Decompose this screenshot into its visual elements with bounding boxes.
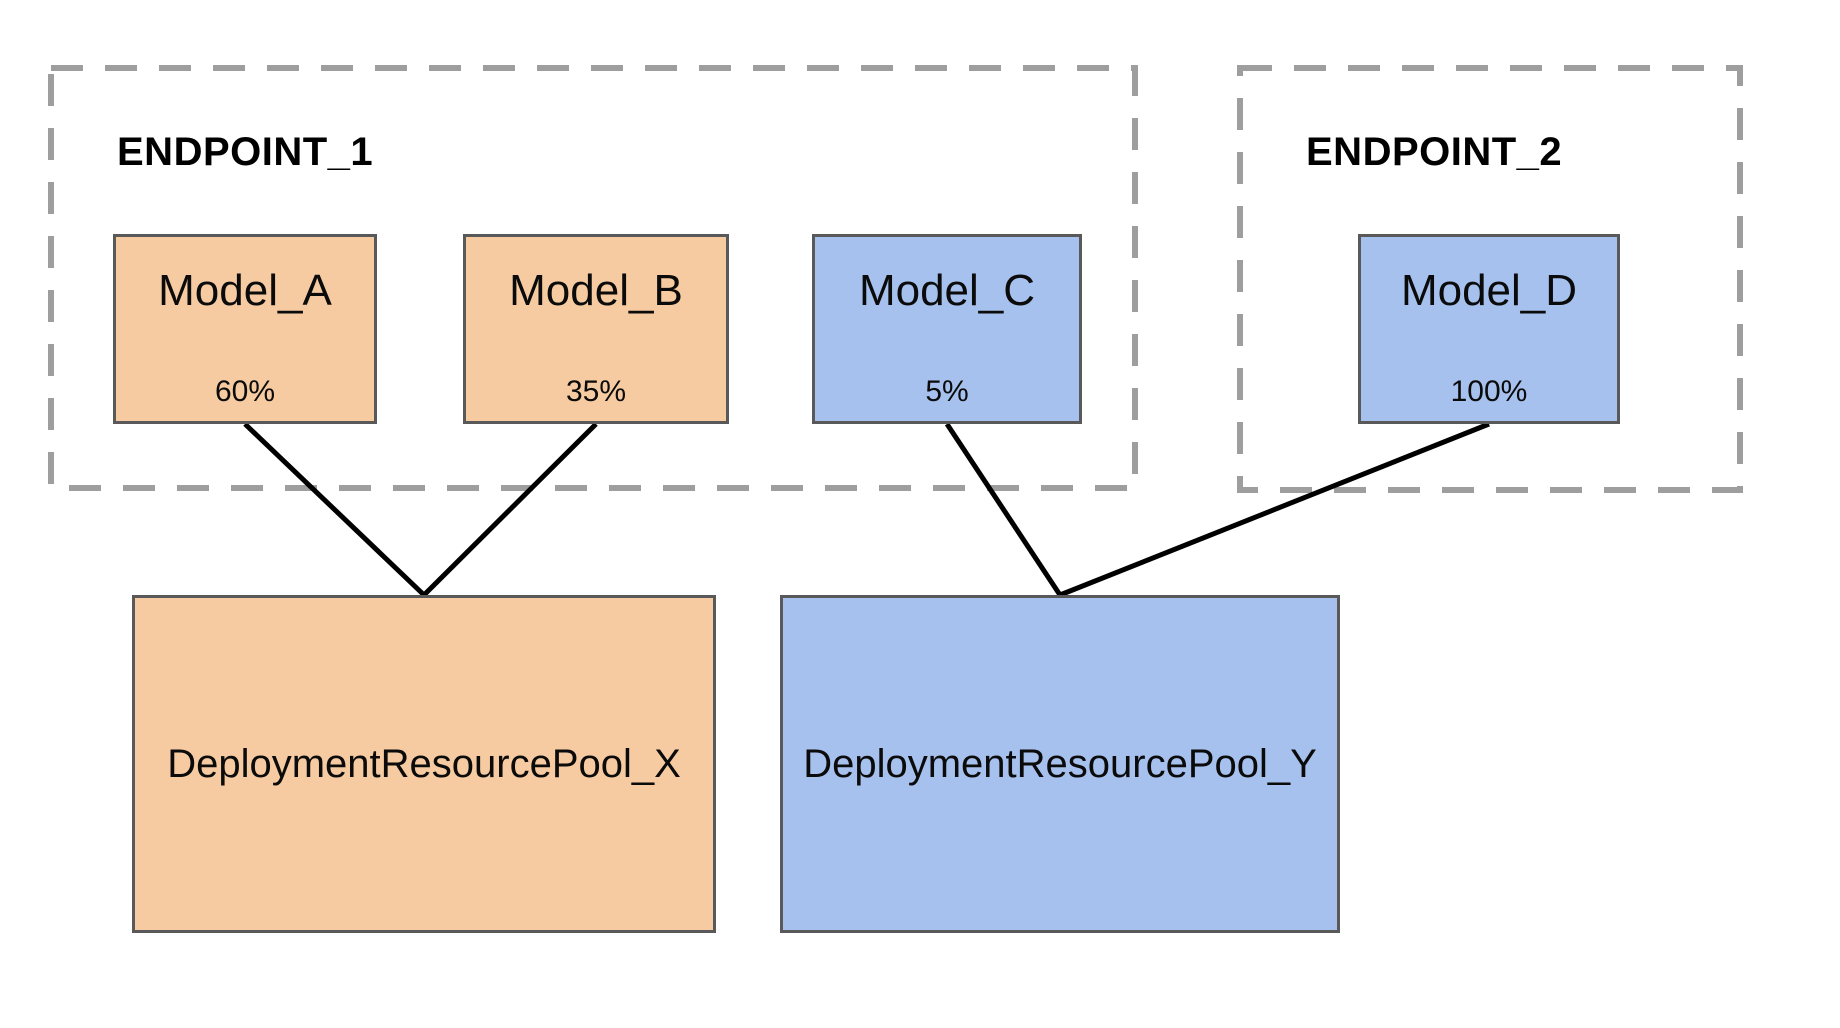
connector-model-b-pool-x: [422, 422, 598, 597]
deployment-resource-pool-x-box: DeploymentResourcePool_X: [132, 595, 716, 933]
connector-model-d-pool-y: [1059, 421, 1490, 598]
endpoint-2-dashed-frame: [1237, 65, 1743, 493]
model-a-traffic-split: 60%: [214, 375, 276, 408]
model-a-name: Model_A: [158, 266, 332, 315]
deployment-resource-pool-y-box: DeploymentResourcePool_Y: [780, 595, 1340, 933]
model-b-name: Model_B: [509, 266, 683, 315]
connector-model-c-pool-y: [944, 422, 1063, 597]
endpoint-1-label: ENDPOINT_1: [117, 130, 374, 174]
model-c-name: Model_C: [858, 266, 1036, 315]
model-a-box: Model_A 60%: [113, 234, 377, 424]
model-c-box: Model_C 5%: [812, 234, 1082, 424]
model-d-traffic-split: 100%: [1450, 375, 1528, 408]
model-c-traffic-split: 5%: [925, 375, 969, 408]
model-d-name: Model_D: [1400, 266, 1578, 315]
model-b-box: Model_B 35%: [463, 234, 729, 424]
deployment-resource-pool-y-label: DeploymentResourcePool_Y: [803, 741, 1317, 786]
endpoint-2-label: ENDPOINT_2: [1306, 130, 1563, 174]
model-d-box: Model_D 100%: [1358, 234, 1620, 424]
model-b-traffic-split: 35%: [565, 375, 627, 408]
endpoint-1-dashed-frame: [48, 65, 1138, 491]
connector-model-a-pool-x: [243, 422, 426, 597]
deployment-resource-pool-x-label: DeploymentResourcePool_X: [167, 741, 681, 786]
